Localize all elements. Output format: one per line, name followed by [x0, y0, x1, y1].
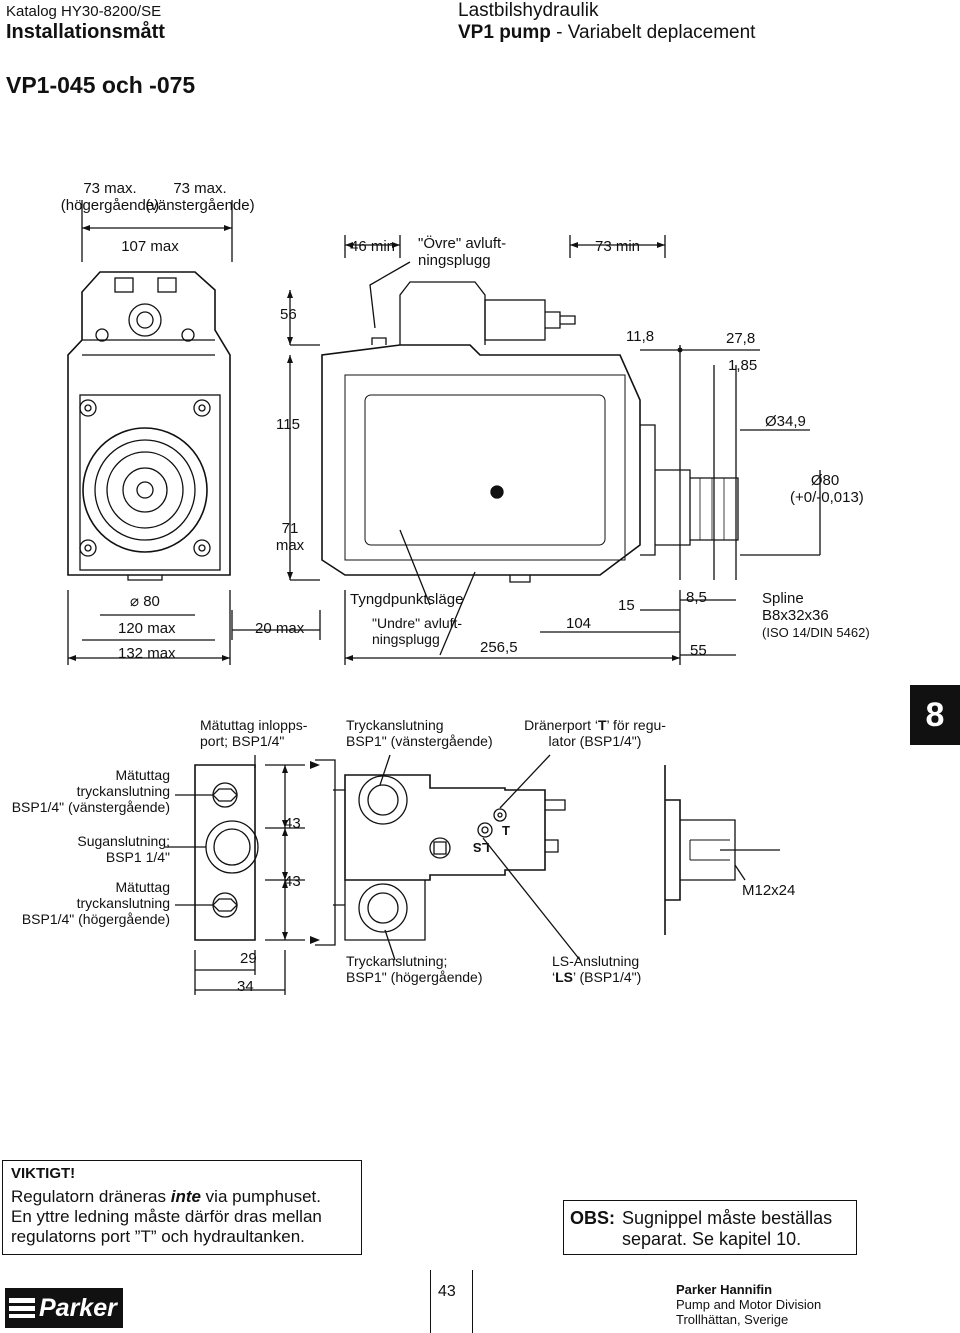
dim-diameter-80: Ø80(+0/-0,013): [790, 472, 864, 506]
important-note: VIKTIGT! Regulatorn dräneras inte via pu…: [2, 1160, 362, 1255]
dim-73max-left: 73 max.(vänstergående): [145, 180, 255, 214]
important-title: VIKTIGT!: [11, 1165, 76, 1182]
ls-port-label: LS-Anslutning‘LS’ (BSP1/4"): [552, 953, 642, 985]
company-info: Parker Hannifin Pump and Motor Division …: [676, 1282, 822, 1327]
product-name: VP1 pump: [458, 22, 551, 43]
product-subtitle: - Variabelt deplacement: [550, 22, 756, 43]
dim-27-8: 27,8: [726, 330, 756, 347]
dim-104: 104: [566, 615, 592, 632]
dim-46min: 46 min: [350, 238, 396, 255]
parker-logo: Parker: [5, 1288, 123, 1328]
dim-34: 34: [237, 978, 254, 995]
center-of-gravity-label: Tyngdpunktsläge: [350, 591, 464, 608]
square-icon: ⌀: [130, 593, 144, 610]
dim-120max: 120 max: [118, 620, 176, 637]
dim-56: 56: [280, 306, 297, 323]
lower-vent-plug-label: "Undre" avluft-ningsplugg: [372, 615, 463, 647]
dim-73max-right: 73 max.(högergående): [60, 180, 160, 214]
dim-29: 29: [240, 950, 257, 967]
footer-divider-left: [430, 1270, 431, 1333]
dim-1-85: 1,85: [728, 357, 758, 374]
dim-132max: 132 max: [118, 645, 176, 662]
thread-m12x24: M12x24: [742, 882, 796, 899]
page-title: VP1-045 och -075: [6, 72, 196, 98]
obs-label: OBS:: [570, 1208, 615, 1228]
dim-20max: 20 max: [255, 620, 305, 637]
port-block-left: [194, 764, 256, 941]
dim-43-upper: 43: [284, 815, 301, 832]
front-view-outline: [67, 271, 231, 576]
dim-55: 55: [690, 642, 707, 659]
dim-73min: 73 min: [595, 238, 641, 255]
dim-square-80: ⌀ 80: [130, 593, 160, 610]
port-mark-ls: LS: [473, 840, 490, 855]
dim-115: 115: [276, 416, 300, 433]
catalog-number: Katalog HY30-8200/SE: [6, 3, 162, 20]
drain-port-label: Dränerport ‘T’ för regu-lator (BSP1/4"): [524, 717, 666, 749]
dim-15: 15: [618, 597, 635, 614]
category-title: Lastbilshydraulik: [458, 0, 599, 21]
dim-43-lower: 43: [284, 873, 301, 890]
upper-vent-plug-label: "Övre" avluft-ningsplugg: [418, 235, 507, 269]
parker-logo-icon: [9, 1298, 35, 1318]
dim-8-5: 8,5: [686, 589, 707, 606]
section-title: Installationsmått: [6, 21, 165, 43]
dim-11-8: 11,8: [626, 328, 655, 345]
side-view-outline: [321, 344, 641, 576]
regulator-view: [344, 774, 546, 881]
dim-256-5: 256,5: [480, 639, 518, 656]
suction-port-label: Suganslutning;BSP1 1/4": [77, 833, 170, 865]
chapter-tab: 8: [910, 685, 960, 745]
page-number: 43: [438, 1283, 456, 1300]
footer-divider-right: [472, 1270, 473, 1333]
product-title: VP1 pump - Variabelt deplacement: [458, 22, 755, 43]
parker-logo-text: Parker: [39, 1294, 117, 1322]
pressure-port-right-label: Tryckanslutning;BSP1" (högergående): [346, 953, 483, 985]
dim-107max: 107 max: [121, 238, 179, 255]
dim-diameter-34-9: Ø34,9: [765, 413, 806, 430]
shaft-end-view: [664, 765, 681, 935]
port-mark-t: T: [502, 823, 510, 838]
inlet-gauge-port-label: Mätuttag inlopps-port; BSP1/4": [200, 717, 308, 749]
important-text: Regulatorn dräneras inte via pumphuset. …: [11, 1187, 322, 1246]
